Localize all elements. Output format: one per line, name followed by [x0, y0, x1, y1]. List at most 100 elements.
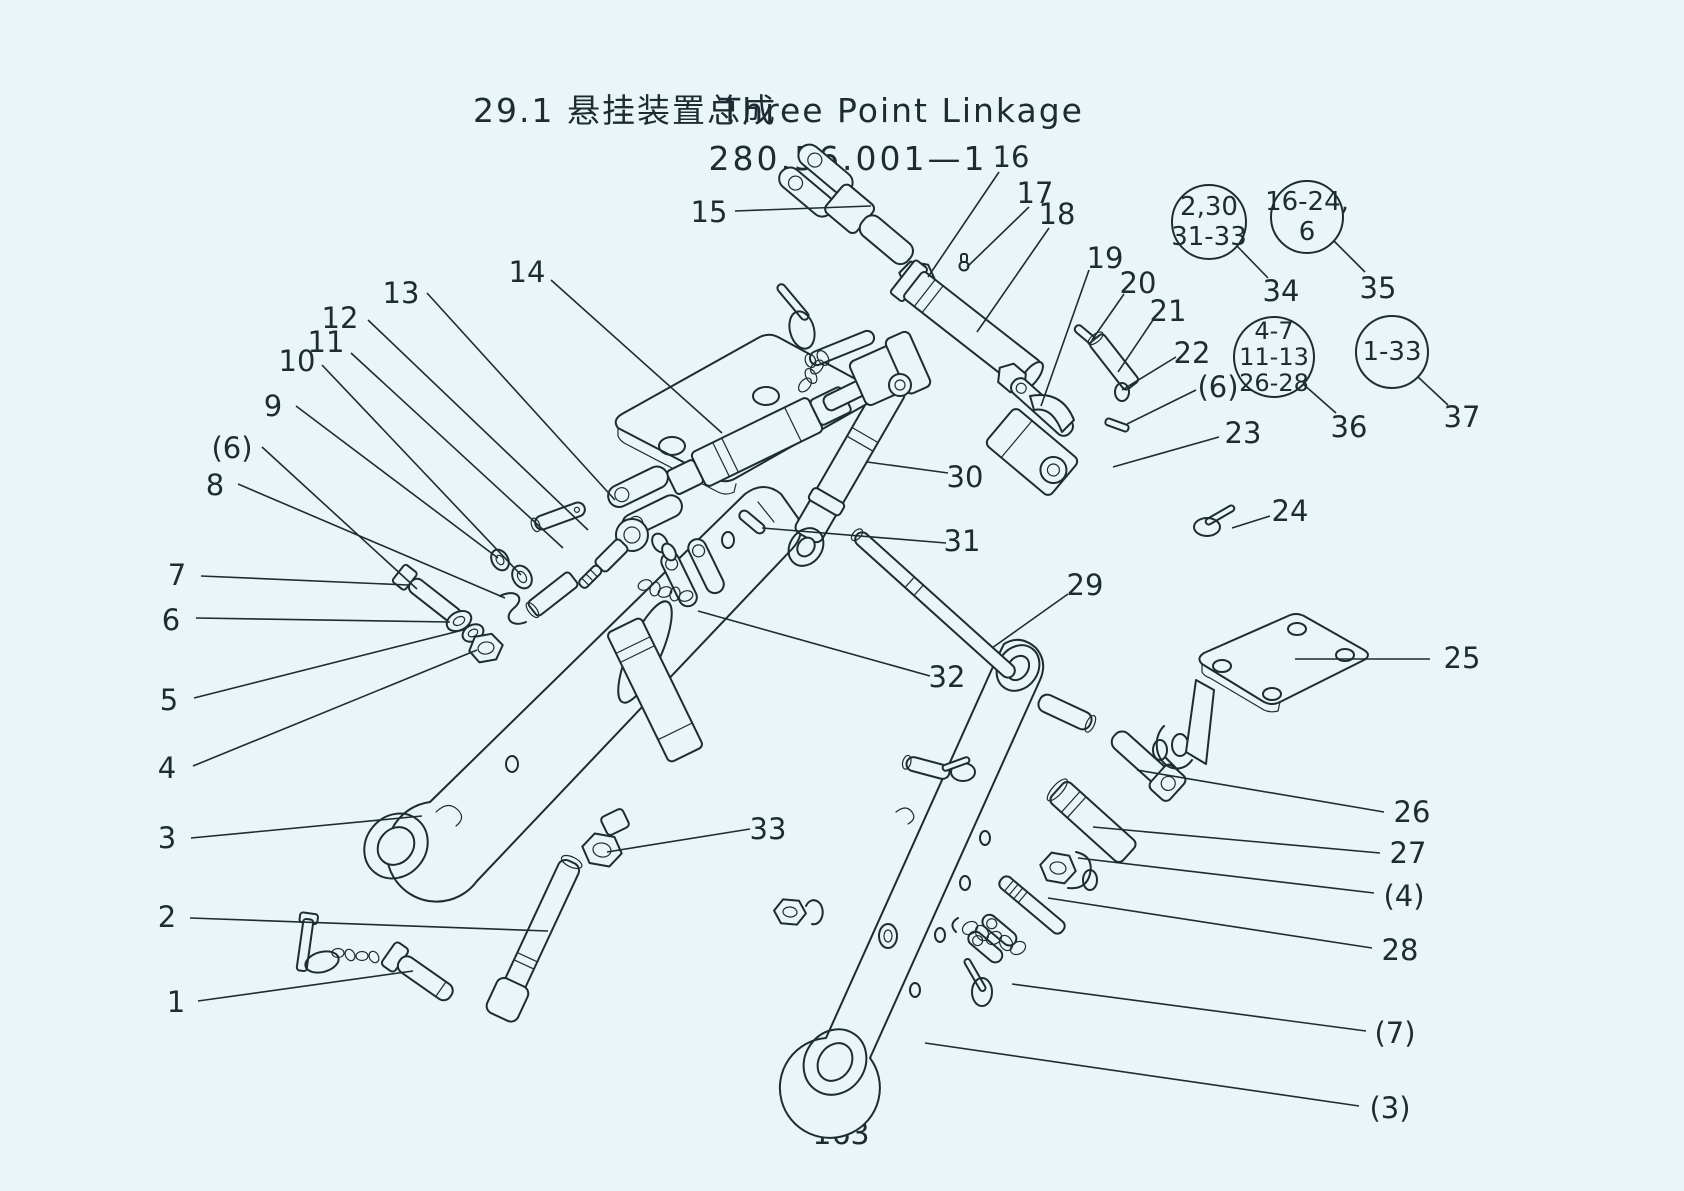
assembly-part-number: 280.56.001—1	[709, 139, 988, 178]
left-lower-link-arm	[363, 486, 802, 903]
chain-rod-28	[998, 875, 1066, 935]
svg-text:15: 15	[691, 195, 728, 229]
svg-text:32: 32	[929, 660, 966, 694]
callout-28: 28	[1047, 897, 1418, 967]
exploded-drawing	[295, 143, 1369, 1139]
chain-turnbuckle-27	[1046, 778, 1137, 864]
callout-16: 16	[927, 140, 1030, 278]
leveling-rod	[850, 528, 1016, 679]
svg-text:(4): (4)	[1383, 879, 1424, 913]
svg-text:30: 30	[947, 460, 984, 494]
top-link-clevis	[778, 143, 914, 266]
fastener-cluster-left	[391, 501, 694, 664]
lift-rod-tube	[721, 378, 906, 567]
svg-text:4: 4	[158, 751, 176, 785]
loose-nut-center	[773, 898, 807, 926]
svg-text:14: 14	[509, 255, 546, 289]
callout-5: 5	[160, 629, 464, 717]
callout-(7): (7)	[1011, 983, 1416, 1050]
svg-text:12: 12	[322, 301, 359, 335]
page-title-zh: 29.1 悬挂装置总成	[473, 91, 777, 130]
svg-text:18: 18	[1039, 197, 1076, 231]
callout-25: 25	[1295, 641, 1480, 675]
callout-19: 19	[1040, 241, 1124, 407]
grease-fitting	[958, 253, 970, 272]
lift-rod-screw-assembly	[581, 538, 725, 868]
lynch-pin-1	[295, 911, 319, 973]
callout-23: 23	[1112, 416, 1262, 468]
svg-text:31-33: 31-33	[1171, 222, 1247, 252]
callout-32: 32	[697, 610, 966, 694]
svg-text:(6): (6)	[211, 431, 252, 465]
svg-text:2: 2	[158, 900, 176, 934]
callout-13: 13	[383, 276, 616, 501]
callout-17: 17	[966, 176, 1053, 268]
right-lower-link-arm	[778, 638, 1097, 1139]
chain-clevis	[967, 913, 1018, 964]
lift-rod-nut	[581, 832, 623, 868]
chain-nut	[1039, 851, 1077, 885]
svg-text:(3): (3)	[1369, 1091, 1410, 1125]
top-link-assembly	[778, 143, 1236, 537]
svg-text:26-28: 26-28	[1239, 369, 1309, 397]
svg-text:36: 36	[1331, 410, 1368, 444]
group-circle-35: 16-24,635	[1265, 180, 1396, 305]
callout-2: 2	[158, 900, 549, 934]
svg-text:16: 16	[993, 140, 1030, 174]
callout-26: 26	[1136, 769, 1431, 829]
svg-text:7: 7	[168, 558, 186, 592]
svg-text:(6): (6)	[1197, 370, 1238, 404]
svg-text:29: 29	[1067, 568, 1104, 602]
bushing-12	[525, 571, 579, 619]
check-chain-assembly	[951, 730, 1203, 1007]
callout-20: 20	[1091, 266, 1157, 341]
svg-text:26: 26	[1394, 795, 1431, 829]
svg-text:8: 8	[206, 468, 224, 502]
svg-text:(7): (7)	[1374, 1016, 1415, 1050]
svg-text:37: 37	[1444, 400, 1481, 434]
bottom-pins	[295, 854, 824, 1023]
svg-text:16-24,: 16-24,	[1265, 187, 1349, 217]
svg-text:10: 10	[279, 344, 316, 378]
svg-text:13: 13	[383, 276, 420, 310]
callout-(4): (4)	[1077, 857, 1425, 913]
callout-(6): (6)	[1126, 370, 1239, 425]
mounting-plate	[1198, 613, 1369, 705]
lynch-pin-24	[1204, 504, 1236, 526]
callout-(6): (6)	[211, 431, 418, 590]
bracket-under-plate	[1185, 679, 1215, 765]
callout-labels: 12345678(6)910111213141516171819202122(6…	[158, 140, 1481, 1125]
callout-12: 12	[322, 301, 589, 531]
svg-text:21: 21	[1150, 294, 1187, 328]
callout-8: 8	[206, 468, 506, 599]
callout-31: 31	[761, 524, 981, 558]
split-washer	[805, 899, 824, 926]
washer-6	[445, 609, 473, 633]
callout-11: 11	[308, 325, 564, 549]
svg-text:3: 3	[158, 821, 176, 855]
callout-(3): (3)	[924, 1042, 1411, 1125]
callout-6: 6	[162, 603, 451, 637]
callout-1: 1	[167, 970, 414, 1019]
group-reference-circles: 2,3031-333416-24,6354-711-1326-28361-333…	[1171, 180, 1481, 444]
svg-text:23: 23	[1225, 416, 1262, 450]
svg-text:19: 19	[1087, 241, 1124, 275]
mounting-plate-assembly	[1152, 613, 1369, 771]
callout-4: 4	[158, 649, 478, 785]
svg-text:5: 5	[160, 683, 178, 717]
svg-text:31: 31	[944, 524, 981, 558]
svg-text:11: 11	[308, 325, 345, 359]
callout-7: 7	[168, 558, 409, 592]
roll-pin	[1104, 417, 1130, 433]
callout-14: 14	[509, 255, 723, 434]
callout-24: 24	[1231, 494, 1308, 529]
svg-text:1: 1	[167, 985, 185, 1019]
page-title-en: Three Point Linkage	[719, 91, 1084, 130]
callout-15: 15	[691, 195, 872, 229]
svg-text:20: 20	[1120, 266, 1157, 300]
svg-text:25: 25	[1444, 641, 1481, 675]
